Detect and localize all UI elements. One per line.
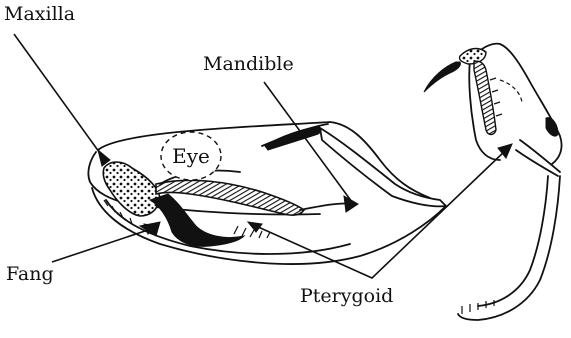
eye-label: Eye [172,144,210,168]
open-lower-teeth [462,300,494,314]
skull-closed-mouth: Eye [88,122,446,264]
quadrate-bone [320,128,446,206]
open-lower-jaw-inner [478,176,548,306]
mandible-arrow-head [344,196,358,212]
maxilla-label: Maxilla [4,3,75,25]
supratemporal-bone [265,126,321,150]
ectopterygoid [300,203,352,210]
open-quadrate [516,140,560,176]
maxilla-pointer [14,34,102,156]
pterygoid-label: Pterygoid [300,285,393,307]
skull-open-mouth [424,44,562,320]
mandible-label: Mandible [203,53,294,75]
open-dashed-eye [500,80,522,102]
open-pterygoid [474,61,496,134]
pterygoid-arrow-head-left [248,222,262,232]
open-dark-bone [546,118,558,136]
open-lower-jaw [458,176,560,320]
open-maxilla [459,49,486,64]
open-fang [424,62,460,92]
fang-label: Fang [6,263,54,285]
fang-pointer [52,228,154,262]
